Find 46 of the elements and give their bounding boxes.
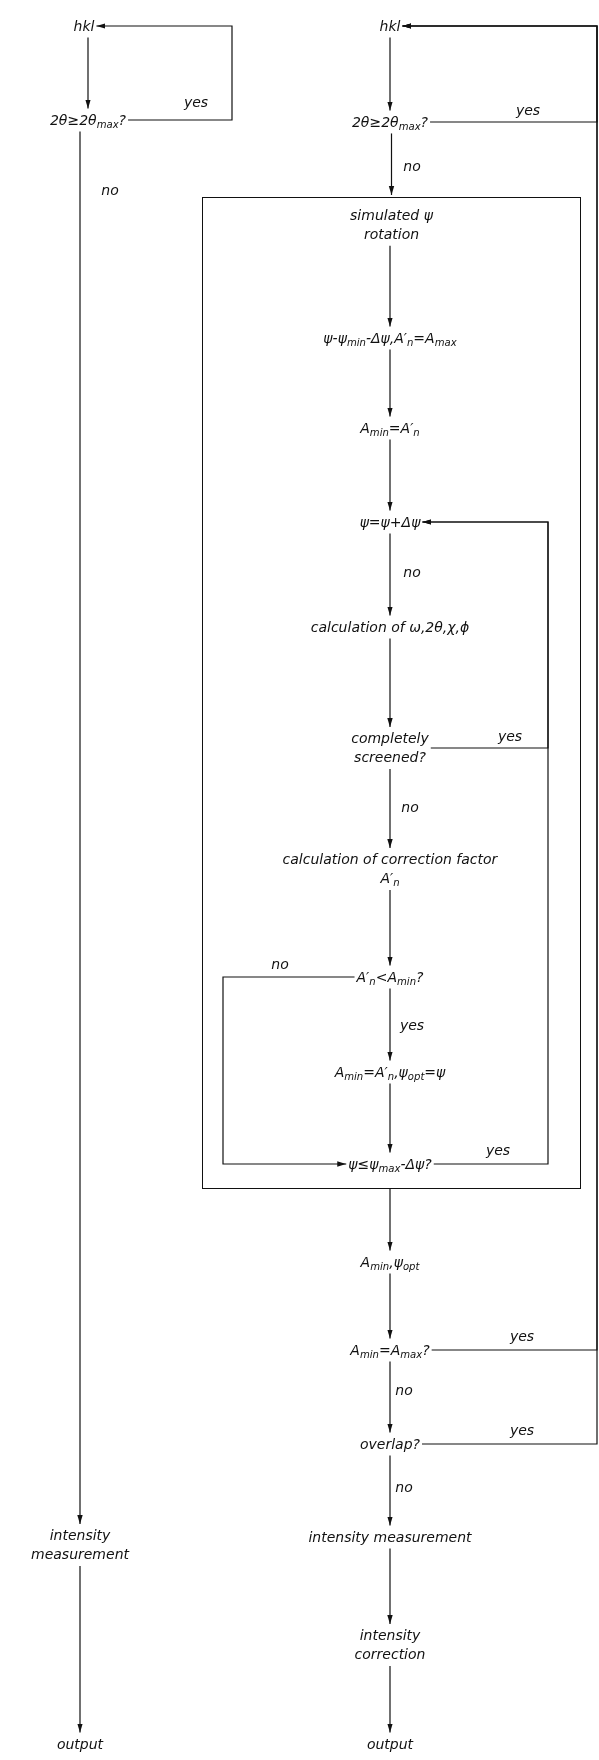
flow-step-text: ψ≤ψ$_{max}$-Δψ? — [348, 1154, 432, 1174]
arrow — [387, 1272, 393, 1340]
frame-heading: simulated ψ rotation — [349, 206, 434, 244]
flow-step-text: A$_{min}$=A$_{max}$? — [350, 1340, 430, 1360]
arrow — [222, 976, 356, 1167]
flow-step-text: ψ=ψ+Δψ — [359, 512, 421, 532]
arrow — [387, 348, 393, 418]
flow-step-text: calculation of ω,2θ,χ,ϕ — [310, 617, 470, 637]
arrow — [387, 532, 393, 617]
flow-step-text: A$_{min}$=A′$_{n}$ — [360, 418, 420, 438]
flow-step-text: ψ-ψ$_{min}$-Δψ,A′$_{n}$=A$_{max}$ — [323, 328, 457, 348]
flow-step-text: calculation of correction factor A′$_{n}$ — [280, 850, 500, 888]
arrow — [421, 519, 549, 1165]
flow-step-text: output — [366, 1734, 414, 1754]
arrow — [387, 36, 393, 112]
flow-step-text: output — [56, 1734, 104, 1754]
arrow — [77, 130, 83, 1525]
flow-step-text: completely screened? — [351, 729, 429, 767]
loop-frame — [202, 197, 581, 1189]
arrow — [387, 1454, 393, 1527]
arrow — [387, 987, 393, 1062]
arrow — [387, 1188, 393, 1252]
arrow — [387, 245, 393, 328]
flow-step-text: A′$_{n}$<A$_{min}$? — [356, 967, 424, 987]
flow-step-text: intensity measurement — [308, 1527, 472, 1547]
flow-step-text: hkl — [379, 16, 401, 36]
arrow — [77, 1565, 83, 1734]
arrow — [387, 637, 393, 728]
flow-step-text: 2θ≥2θ$_{max}$? — [351, 112, 429, 132]
arrow — [387, 438, 393, 512]
flow-step-text: overlap? — [360, 1434, 420, 1454]
flow-step-text: A$_{min}$,ψ$_{opt}$ — [360, 1252, 420, 1272]
arrow — [387, 768, 393, 849]
flow-step-text: 2θ≥2θ$_{max}$? — [49, 110, 127, 130]
arrow — [387, 1360, 393, 1434]
arrow — [387, 1082, 393, 1154]
arrow — [95, 23, 233, 121]
arrow — [387, 889, 393, 967]
flow-step-text: intensity measurement — [31, 1526, 129, 1564]
arrow — [387, 1665, 393, 1734]
arrow — [387, 1547, 393, 1625]
arrow — [85, 36, 91, 110]
flow-step-text: A$_{min}$=A′$_{n}$,ψ$_{opt}$=ψ — [334, 1062, 446, 1082]
flow-step-text: hkl — [73, 16, 95, 36]
arrow — [388, 132, 395, 196]
flow-step-text: intensity correction — [354, 1626, 426, 1664]
